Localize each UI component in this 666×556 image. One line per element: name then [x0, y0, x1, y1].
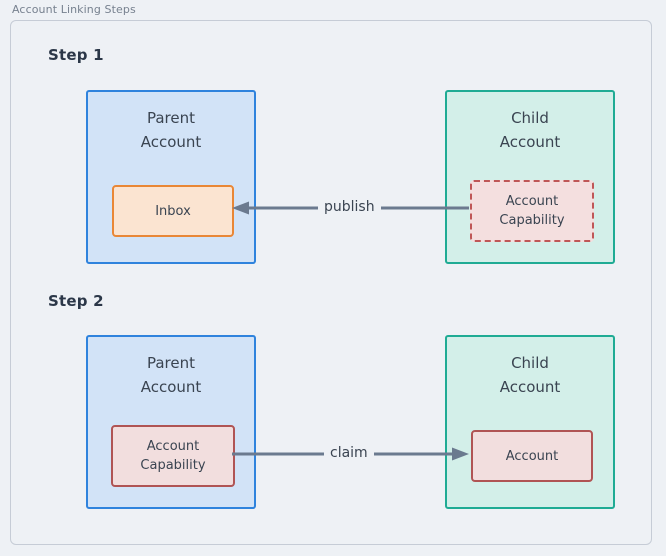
- step-2-parent-account-title: Parent Account: [140, 354, 202, 396]
- step-2-claim-label: claim: [324, 445, 374, 461]
- step-1-account-capability-label: Account Capability: [499, 194, 565, 228]
- step-2-heading: Step 2: [48, 292, 104, 310]
- step-1-child-account-box: Child Account Account Capability: [445, 90, 615, 264]
- step-1-child-account-title: Child Account: [499, 109, 561, 151]
- step-1-inbox-box[interactable]: Inbox: [112, 185, 234, 237]
- step-2-account-box[interactable]: Account: [471, 430, 593, 482]
- step-1-inbox-label: Inbox: [155, 203, 191, 219]
- step-1-parent-account-box: Parent Account Inbox: [86, 90, 256, 264]
- step-2-account-capability-box[interactable]: Account Capability: [111, 425, 235, 487]
- step-2-child-account-box: Child Account Account: [445, 335, 615, 509]
- figure-caption: Account Linking Steps: [12, 3, 136, 16]
- step-2-account-label: Account: [505, 448, 559, 464]
- step-1-parent-account-title: Parent Account: [140, 109, 202, 151]
- step-2-child-account-title: Child Account: [499, 354, 561, 396]
- step-1-publish-label: publish: [318, 199, 381, 215]
- step-2-account-capability-label: Account Capability: [140, 439, 206, 473]
- step-1-account-capability-box[interactable]: Account Capability: [470, 180, 594, 242]
- step-2-parent-account-box: Parent Account Account Capability: [86, 335, 256, 509]
- step-1-heading: Step 1: [48, 46, 104, 64]
